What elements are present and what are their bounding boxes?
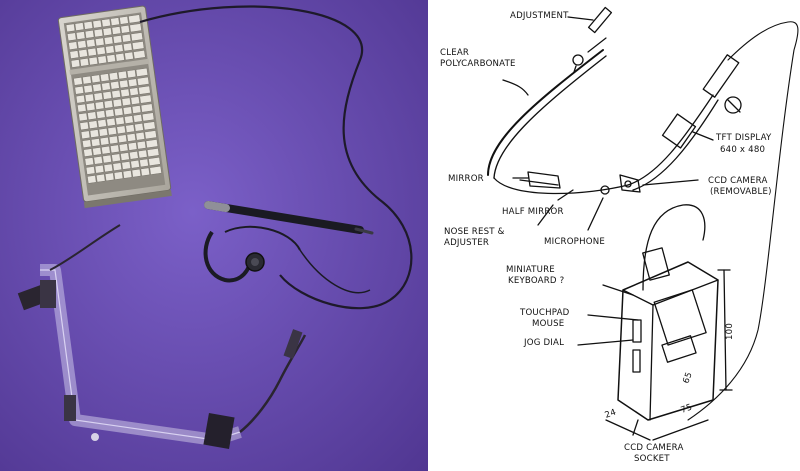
label-miniature: MINIATURE	[506, 265, 555, 275]
label-dim-65: 65	[681, 371, 694, 385]
label-adjustment: ADJUSTMENT	[510, 11, 569, 21]
design-sketch: ADJUSTMENT CLEAR POLYCARBONATE TFT DISPL…	[428, 0, 800, 471]
label-touchpad: TOUCHPAD	[519, 308, 570, 318]
label-clear: CLEAR	[440, 48, 469, 58]
stylus-pen	[204, 201, 374, 235]
label-nose-rest: NOSE REST &	[444, 227, 505, 237]
label-adjuster: ADJUSTER	[444, 238, 489, 248]
label-ccd-camera-socket: CCD CAMERA	[624, 443, 684, 453]
label-polycarbonate: POLYCARBONATE	[440, 59, 516, 69]
glasses-frame	[17, 224, 307, 450]
label-dim-100: 100	[725, 323, 735, 340]
label-dim-75: 75	[680, 403, 694, 416]
label-tft-resolution: 640 x 480	[720, 145, 765, 155]
sketch-linework	[487, 6, 799, 441]
earpiece-headset	[203, 225, 371, 294]
label-mirror: MIRROR	[448, 174, 484, 184]
photo-svg	[0, 0, 428, 471]
prototype-photo	[0, 0, 428, 471]
keyboard	[57, 5, 172, 209]
label-mouse: MOUSE	[532, 319, 564, 329]
sketch-svg: ADJUSTMENT CLEAR POLYCARBONATE TFT DISPL…	[440, 6, 799, 464]
sketch-labels: ADJUSTMENT CLEAR POLYCARBONATE TFT DISPL…	[440, 11, 772, 464]
label-jog-dial: JOG DIAL	[523, 338, 564, 348]
label-socket: SOCKET	[634, 454, 670, 464]
cable	[139, 5, 413, 310]
label-ccd-camera: CCD CAMERA	[708, 176, 768, 186]
label-microphone: MICROPHONE	[544, 237, 605, 247]
label-keyboard-q: KEYBOARD ?	[508, 276, 564, 286]
label-half-mirror: HALF MIRROR	[502, 207, 564, 217]
label-dim-24: 24	[604, 408, 618, 421]
label-tft-display: TFT DISPLAY	[715, 133, 772, 143]
label-ccd-removable: (REMOVABLE)	[710, 187, 772, 197]
